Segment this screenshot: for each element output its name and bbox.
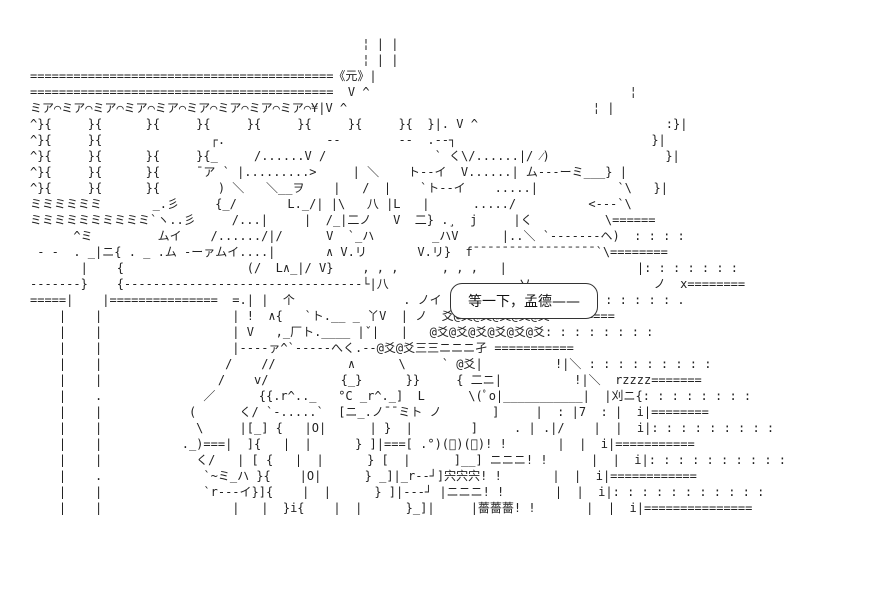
art-line: ^}{ }{ ┌. -- -- .--┐ }| [30,133,666,147]
art-line: | . `~ミ_ハ }{ |O| } _]|_r--┘]宍宍宍! ! | | i… [30,469,697,483]
art-line: ^ミ ムイ /....../|/ V `_ハ _ハV |..＼ `-------… [30,229,685,243]
art-line: | | |----ァ^`-----へく.--@爻@爻三三ニニニ孑 =======… [30,341,574,355]
art-line: | | | | }i{ | | }_]| |薔薔薔! ! | | i|=====… [30,501,753,515]
art-line: ========================================… [30,85,637,99]
speech-bubble: 等一下，孟德—— [450,283,598,319]
art-line: | | ._)===| ]{ | | } ]|===[ .°)(ﾟ)(ﾟ)! !… [30,437,695,451]
art-line: ========================================… [30,69,377,83]
art-line: | | ( く/ `-.....` [ニ_.ノ¯¯ミト ノ ] | : |7 :… [30,405,709,419]
art-line: ^}{ }{ }{ ) ＼ ＼__ヲ | / | `ト--イ .....| `\… [30,181,668,195]
art-line: | | / // ∧ \ ` @爻| !|＼ : : : : : : : : : [30,357,712,371]
art-line: | . ／ {{.r^.._ °C _r^._] L \(ﾟo|________… [30,389,752,403]
art-line: ^}{ }{ }{ }{ }{ }{ }{ }{ }|. V ^ :}| [30,117,688,131]
art-line: ¦ | | [30,37,399,51]
art-line: | | `r---イ}]{ | | } ]|---┘ |ニニニ! ! | | i… [30,485,765,499]
art-line: | { (/ L∧_|/ V} , , , , , , | |: : : : :… [30,261,739,275]
speech-bubble-text: 等一下，孟德—— [468,294,580,310]
art-line: - - . _|ニ{ . _ .ム -ーァムイ....| ∧ V.リ V.リ} … [30,245,668,259]
art-line: ミア⌒ミア⌒ミア⌒ミア⌒ミア⌒ミア⌒ミア⌒ミア⌒ミア⌒¥|V ^ ¦ | [30,101,615,115]
art-line: ¦ | | [30,53,399,67]
art-line: ^}{ }{ }{ }{_ /......V / ` く\/......|/ ⁄… [30,149,680,163]
ascii-art-canvas: ¦ | | ¦ | | =============================… [30,36,870,596]
art-line: | | | V ,_厂ト.____ |ˇ| | @爻@爻@爻@爻@爻@爻: : … [30,325,654,339]
art-line: ミミミミミミミミミミ`ヽ..彡 /...| | /_|二ノ V 二} .¸ j … [30,213,656,227]
art-line: | | / v/ {_} }} { 二ニ| !|＼ rzzzz======= [30,373,702,387]
art-line: | | く/ | [ { | | } [ | ]__] ニニニ! ! | | i… [30,453,787,467]
art-line: ^}{ }{ }{ ¯ア ` |.........> | ＼ ト--イ V...… [30,165,627,179]
art-line: ミミミミミミ _.彡 {_/ L._/| |\ 八 |L | ...../ <-… [30,197,632,211]
art-line: | | \ |[_] { |O| | } | ] . | .|/ | | i|:… [30,421,775,435]
